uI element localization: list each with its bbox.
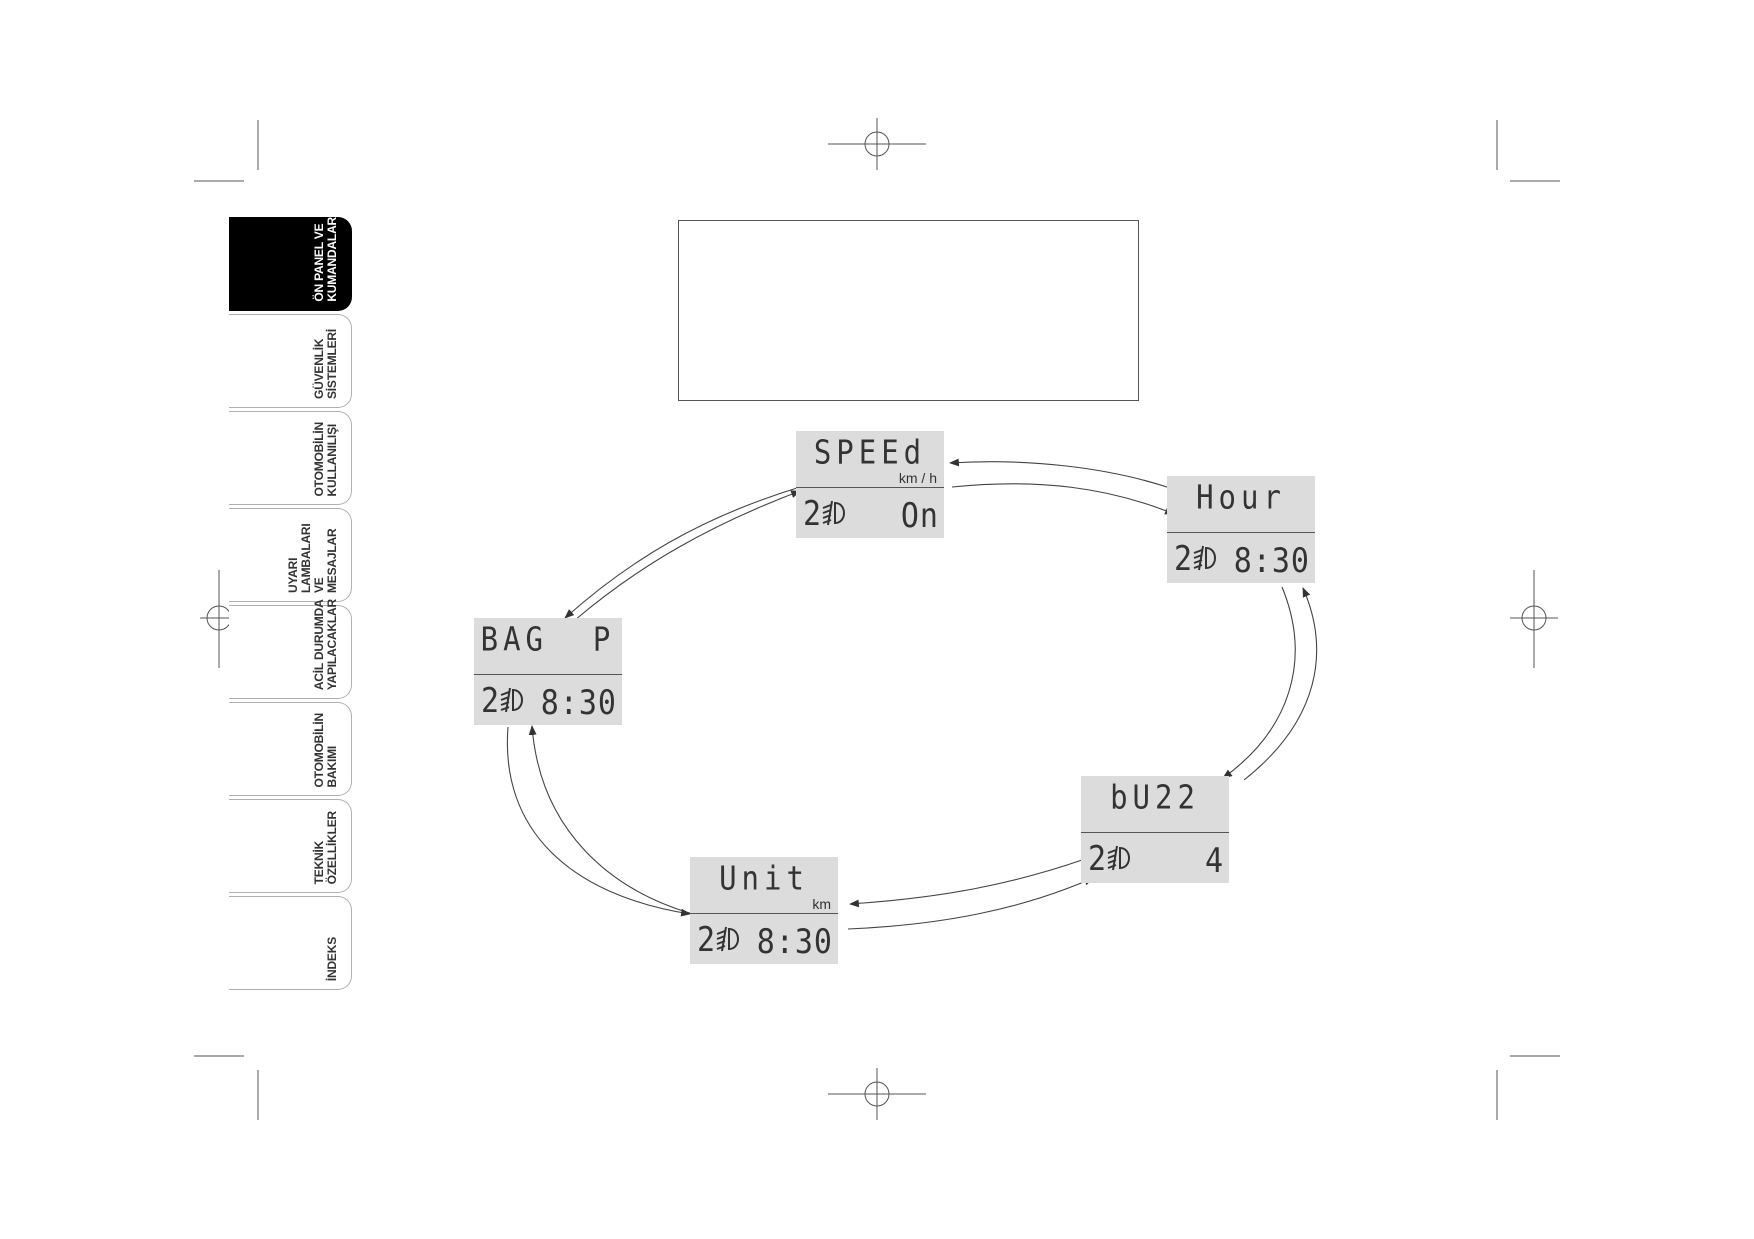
lcd-title: BAG P xyxy=(480,619,616,659)
headlamp-leveling-icon xyxy=(1193,545,1216,571)
arrow-unit-to-bag xyxy=(528,725,694,915)
arrow-bag-to-unit xyxy=(506,726,691,917)
crosshair-circle-icon xyxy=(828,1068,926,1120)
tab-guvenlik-sistemleri[interactable]: GÜVENLİK SİSTEMLERİ xyxy=(229,314,352,408)
lcd-value: 8:30 xyxy=(756,923,833,963)
headlamp-leveling-icon xyxy=(716,926,739,952)
lcd-gear: 2 xyxy=(481,681,500,722)
lcd-bottom-row: 2 8:30 xyxy=(1167,533,1315,583)
lcd-display-bag: BAG P 2 8:30 xyxy=(474,618,622,725)
lcd-display-speed: SPEEd km / h 2 On xyxy=(796,431,944,538)
lcd-unit: km xyxy=(812,896,831,912)
tab-uyari-lambalari[interactable]: UYARI LAMBALARI VE MESAJLAR xyxy=(229,508,352,602)
lcd-title: SPEEd xyxy=(813,432,927,472)
lcd-top-row: Hour xyxy=(1167,476,1315,533)
arrow-unit-to-buzz xyxy=(847,877,1094,930)
lcd-display-unit: Unit km 2 8:30 xyxy=(690,857,838,964)
lcd-top-row: BAG P xyxy=(474,618,622,675)
lcd-top-row: SPEEd km / h xyxy=(796,431,944,488)
lcd-gear: 2 xyxy=(697,920,716,961)
lcd-gear: 2 xyxy=(1174,539,1193,580)
tab-on-panel-ve-kumandalar[interactable]: ÖN PANEL VE KUMANDALAR xyxy=(229,217,352,311)
headlamp-leveling-icon xyxy=(1107,845,1130,871)
lcd-bottom-row: 2 8:30 xyxy=(474,675,622,725)
lcd-unit: km / h xyxy=(898,470,937,486)
arrow-speed-to-hour xyxy=(951,483,1175,515)
arrow-buzz-to-unit xyxy=(849,858,1086,908)
lcd-gear: 2 xyxy=(803,494,822,535)
arrow-hour-to-speed xyxy=(949,458,1171,489)
lcd-top-row: Unit km xyxy=(690,857,838,914)
crosshair-circle-icon xyxy=(1510,570,1558,668)
arrow-buzz-to-hour xyxy=(1243,587,1318,781)
tab-indeks[interactable]: İNDEKS xyxy=(229,896,352,990)
arrow-bag-to-speed xyxy=(574,490,801,621)
lcd-title: bU22 xyxy=(1110,777,1200,817)
arrow-speed-to-bag xyxy=(564,487,798,619)
headlamp-leveling-icon xyxy=(500,687,523,713)
lcd-title: Unit xyxy=(719,858,809,898)
lcd-top-row: bU22 xyxy=(1081,776,1229,833)
crosshair-circle-icon xyxy=(828,118,926,170)
empty-frame xyxy=(678,220,1139,401)
arrow-hour-to-buzz xyxy=(1222,586,1296,779)
lcd-bottom-row: 2 8:30 xyxy=(690,914,838,964)
lcd-title: Hour xyxy=(1196,477,1286,517)
tab-otomobilin-bakimi[interactable]: OTOMOBİLİN BAKIMI xyxy=(229,702,352,796)
lcd-value: 4 xyxy=(1204,842,1224,882)
tab-teknik-ozellikler[interactable]: TEKNİK ÖZELLİKLER xyxy=(229,799,352,893)
headlamp-leveling-icon xyxy=(822,500,845,526)
lcd-bottom-row: 2 4 xyxy=(1081,833,1229,883)
tab-otomobilin-kullanilisi[interactable]: OTOMOBİLİN KULLANILIŞI xyxy=(229,411,352,505)
lcd-value: On xyxy=(900,497,939,537)
lcd-value: 8:30 xyxy=(540,684,617,724)
tab-acil-durumda[interactable]: ACİL DURUMDA YAPILACAKLAR xyxy=(229,599,352,699)
lcd-bottom-row: 2 On xyxy=(796,488,944,538)
lcd-display-hour: Hour 2 8:30 xyxy=(1167,476,1315,583)
lcd-gear: 2 xyxy=(1088,839,1107,880)
lcd-value: 8:30 xyxy=(1233,542,1310,582)
crop-marks xyxy=(194,120,1560,1120)
lcd-display-buzz: bU22 2 4 xyxy=(1081,776,1229,883)
